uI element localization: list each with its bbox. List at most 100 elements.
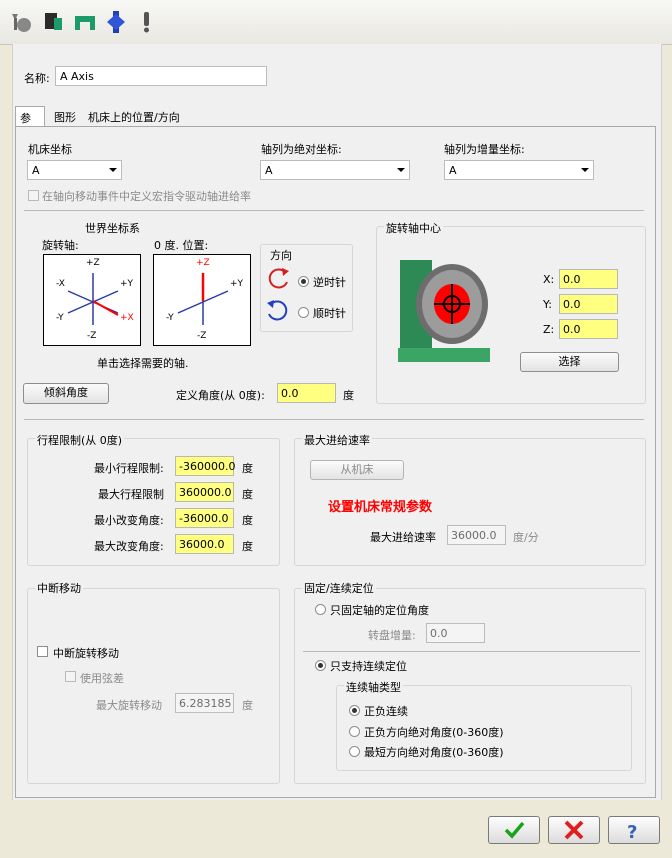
interrupt-group bbox=[27, 588, 280, 784]
feed-title: 最大进给速率 bbox=[302, 432, 372, 448]
axis-nx[interactable]: -X bbox=[56, 279, 65, 289]
fixed-radio[interactable] bbox=[315, 604, 326, 615]
positioning-group bbox=[294, 588, 646, 784]
index-input[interactable]: 0.0 bbox=[426, 623, 485, 643]
index-label: 转盘增量: bbox=[368, 629, 416, 642]
define-angle-input[interactable]: 0.0 bbox=[277, 383, 336, 403]
axis-py[interactable]: +Y bbox=[120, 279, 134, 289]
macro-checkbox[interactable] bbox=[28, 190, 39, 201]
max-change-input[interactable]: 36000.0 bbox=[175, 534, 234, 554]
bracket-icon[interactable] bbox=[72, 10, 98, 34]
abs-coord-label: 轴列为绝对坐标: bbox=[261, 143, 342, 156]
center-z-input[interactable]: 0.0 bbox=[559, 319, 618, 339]
max-rot-label: 最大旋转移动 bbox=[96, 699, 162, 712]
hammer-grenade-icon[interactable] bbox=[8, 10, 36, 34]
help-icon: ? bbox=[627, 822, 637, 843]
cw-radio[interactable] bbox=[298, 307, 309, 318]
inc-coord-value: A bbox=[449, 164, 457, 177]
max-change-unit: 度 bbox=[242, 540, 253, 553]
axis-hint: 单击选择需要的轴. bbox=[97, 357, 189, 370]
axis-ny[interactable]: -Y bbox=[56, 313, 64, 323]
rot-axis-label: 旋转轴: bbox=[42, 239, 79, 252]
interrupt-checkbox[interactable] bbox=[37, 646, 48, 657]
axis2-ny[interactable]: -Y bbox=[166, 313, 174, 323]
help-button[interactable]: ? bbox=[608, 816, 660, 844]
direction-group bbox=[260, 244, 353, 332]
travel-min-label: 最小行程限制: bbox=[94, 462, 164, 475]
axis-pz[interactable]: +Z bbox=[86, 258, 100, 268]
ccw-radio[interactable] bbox=[298, 276, 309, 287]
machine-coord-value: A bbox=[32, 164, 40, 177]
ccw-arrow-icon bbox=[265, 266, 291, 293]
select-center-button[interactable]: 选择 bbox=[520, 352, 619, 372]
divider bbox=[303, 651, 640, 652]
abs-coord-select[interactable]: A bbox=[260, 160, 410, 180]
cont-option-label: 正负方向绝对角度(0-360度) bbox=[364, 726, 504, 739]
travel-min-input[interactable]: -360000.0 bbox=[175, 456, 235, 476]
min-change-label: 最小改变角度: bbox=[94, 514, 164, 527]
axis2-nz[interactable]: -Z bbox=[197, 331, 207, 341]
machine-part-icon[interactable] bbox=[42, 10, 68, 34]
max-feed-input[interactable]: 36000.0 bbox=[447, 525, 506, 545]
cancel-button[interactable] bbox=[548, 816, 600, 844]
axis-nz[interactable]: -Z bbox=[87, 331, 97, 341]
travel-max-label: 最大行程限制 bbox=[98, 488, 164, 501]
machine-coord-label: 机床坐标 bbox=[28, 143, 72, 156]
center-y-label: Y: bbox=[543, 298, 552, 311]
center-x-label: X: bbox=[543, 273, 555, 286]
exclamation-icon[interactable] bbox=[138, 10, 156, 34]
continuous-label: 只支持连续定位 bbox=[330, 660, 407, 673]
axis-px[interactable]: +X bbox=[120, 313, 134, 323]
max-rot-unit: 度 bbox=[242, 699, 253, 712]
cont-option-radio[interactable] bbox=[349, 726, 360, 737]
axis-gear-icon[interactable] bbox=[104, 10, 130, 34]
travel-max-input[interactable]: 360000.0 bbox=[175, 482, 234, 502]
min-change-input[interactable]: -36000.0 bbox=[175, 508, 234, 528]
tilt-angle-button[interactable]: 倾斜角度 bbox=[23, 383, 109, 404]
cw-label: 顺时针 bbox=[313, 307, 346, 320]
travel-max-unit: 度 bbox=[242, 488, 253, 501]
center-x-input[interactable]: 0.0 bbox=[559, 269, 618, 289]
divider bbox=[24, 419, 644, 420]
toolbar bbox=[0, 0, 672, 45]
define-angle-label: 定义角度(从 0度): bbox=[176, 389, 265, 402]
rot-axis-picker[interactable]: +Z -X +Y -Y +X -Z bbox=[43, 254, 141, 346]
inc-coord-select[interactable]: A bbox=[444, 160, 594, 180]
name-input[interactable]: A Axis bbox=[55, 66, 267, 86]
axis2-py[interactable]: +Y bbox=[230, 279, 244, 289]
tab-position-orientation[interactable]: 机床上的位置/方向 bbox=[88, 111, 180, 124]
zero-pos-picker[interactable]: +Z +Y -Y -Z bbox=[153, 254, 251, 346]
positioning-title: 固定/连续定位 bbox=[302, 580, 376, 596]
cont-option-label: 最短方向绝对角度(0-360度) bbox=[364, 746, 504, 759]
travel-group bbox=[27, 438, 280, 566]
max-feed-label: 最大进给速率 bbox=[370, 531, 436, 544]
continuous-radio[interactable] bbox=[315, 660, 326, 671]
axis2-pz[interactable]: +Z bbox=[196, 258, 210, 268]
ok-button[interactable] bbox=[488, 816, 540, 844]
chord-label: 使用弦差 bbox=[80, 672, 124, 685]
center-z-label: Z: bbox=[543, 323, 555, 336]
chord-checkbox[interactable] bbox=[65, 671, 76, 682]
machine-coord-select[interactable]: A bbox=[27, 160, 122, 180]
interrupt-label: 中断旋转移动 bbox=[53, 647, 119, 660]
max-rot-input[interactable]: 6.283185 bbox=[175, 693, 234, 713]
machine-params-notice: 设置机床常规参数 bbox=[328, 500, 433, 515]
divider bbox=[24, 210, 644, 211]
tab-graphics[interactable]: 图形 bbox=[54, 111, 76, 124]
cont-option-radio[interactable] bbox=[349, 705, 360, 716]
macro-checkbox-label: 在轴向移动事件中定义宏指令驱动轴进给率 bbox=[42, 190, 251, 203]
svg-text:?: ? bbox=[627, 822, 637, 843]
ccw-label: 逆时针 bbox=[313, 276, 346, 289]
rotary-table-image bbox=[396, 248, 496, 371]
define-angle-unit: 度 bbox=[343, 389, 354, 402]
travel-min-unit: 度 bbox=[242, 462, 253, 475]
cont-type-title: 连续轴类型 bbox=[344, 679, 403, 695]
tab-params[interactable]: 参数 bbox=[15, 106, 45, 141]
center-y-input[interactable]: 0.0 bbox=[559, 294, 618, 314]
from-machine-button[interactable]: 从机床 bbox=[310, 460, 404, 480]
fixed-label: 只固定轴的定位角度 bbox=[330, 604, 429, 617]
abs-coord-value: A bbox=[265, 164, 273, 177]
direction-title: 方向 bbox=[270, 249, 292, 262]
chevron-down-icon bbox=[581, 168, 589, 172]
cont-option-radio[interactable] bbox=[349, 746, 360, 757]
